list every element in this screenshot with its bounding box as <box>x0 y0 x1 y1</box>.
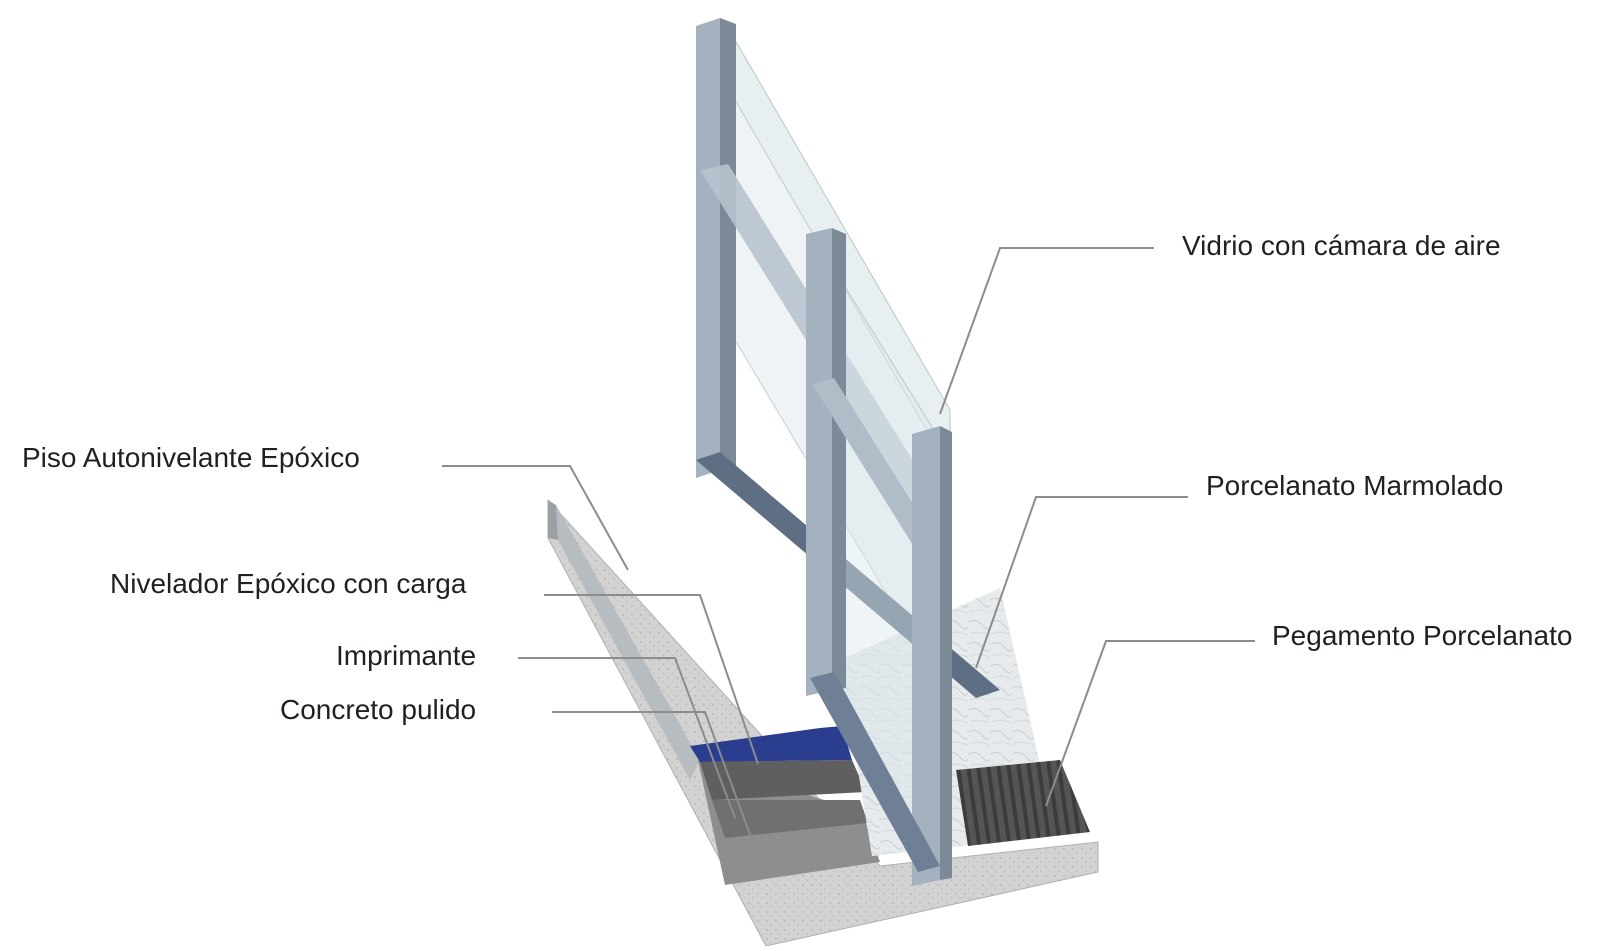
leader-pegamento <box>1045 640 1255 807</box>
leader-nivelador <box>544 594 759 765</box>
label-vidrio: Vidrio con cámara de aire <box>1182 230 1501 261</box>
piso-epoxico-layer <box>690 726 852 762</box>
nivelador-layer <box>700 760 866 800</box>
epoxy-floor-layers <box>690 726 880 885</box>
pegamento-layer <box>956 760 1090 846</box>
label-imprimante: Imprimante <box>336 640 477 671</box>
label-nivelador: Nivelador Epóxico con carga <box>110 568 467 599</box>
leader-piso <box>442 465 629 571</box>
leader-vidrio <box>939 247 1154 415</box>
leader-porcelanato <box>975 496 1188 669</box>
leader-concreto <box>552 711 761 863</box>
front-window-frame <box>806 228 952 886</box>
label-pegamento: Pegamento Porcelanato <box>1272 620 1573 651</box>
imprimante-layer <box>712 800 868 838</box>
label-porcelanato: Porcelanato Marmolado <box>1206 470 1504 501</box>
label-concreto: Concreto pulido <box>280 694 477 725</box>
leader-imprimante <box>518 657 736 819</box>
label-piso: Piso Autonivelante Epóxico <box>22 442 360 473</box>
leader-lines <box>442 247 1255 863</box>
